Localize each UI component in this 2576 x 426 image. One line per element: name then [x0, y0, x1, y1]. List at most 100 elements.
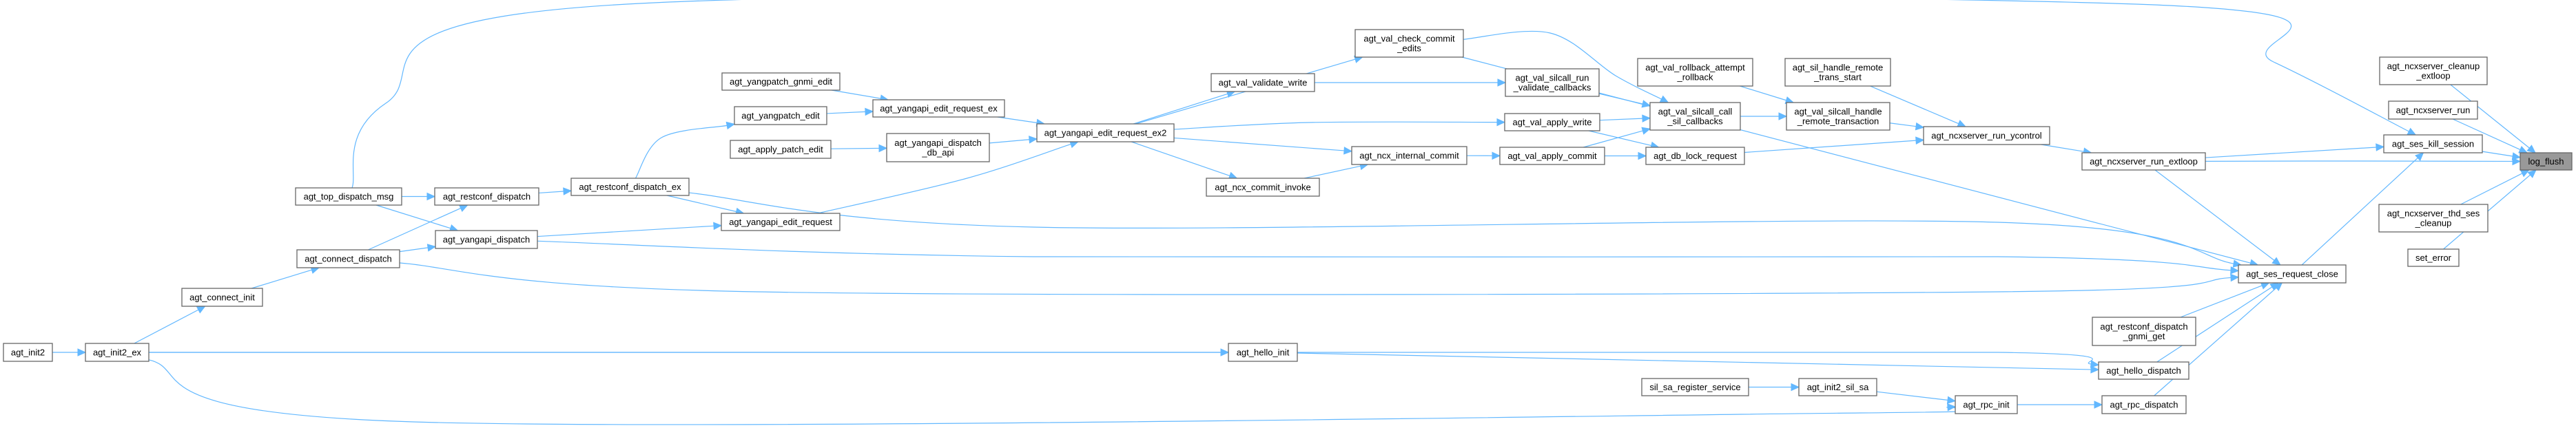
node-box[interactable] — [1637, 58, 1753, 87]
node-box[interactable] — [1210, 73, 1315, 92]
node-log_flush[interactable]: log_flush — [2520, 152, 2573, 171]
node-agt_rpc_dispatch[interactable]: agt_rpc_dispatch — [2101, 395, 2187, 414]
node-box[interactable] — [295, 187, 402, 206]
node-box[interactable] — [181, 288, 263, 307]
node-agt_hello_dispatch[interactable]: agt_hello_dispatch — [2098, 361, 2189, 380]
node-box[interactable] — [2407, 248, 2460, 267]
edge-agt_yangpatch_edit-to-agt_yangapi_edit_request_ex — [826, 107, 874, 116]
node-box[interactable] — [296, 249, 400, 268]
node-agt_val_validate_write[interactable]: agt_val_validate_write — [1210, 73, 1315, 92]
node-agt_val_silcall_run_validate_callbacks[interactable]: agt_val_silcall_run_validate_callbacks — [1505, 68, 1600, 97]
node-agt_val_apply_write[interactable]: agt_val_apply_write — [1504, 113, 1600, 131]
node-box[interactable] — [434, 187, 539, 206]
node-agt_val_rollback_attempt_rollback[interactable]: agt_val_rollback_attempt_rollback — [1637, 58, 1753, 87]
node-box[interactable] — [2383, 134, 2483, 153]
node-box[interactable] — [872, 99, 1005, 118]
node-box[interactable] — [570, 178, 690, 196]
node-box[interactable] — [1645, 147, 1745, 165]
node-agt_ses_request_close[interactable]: agt_ses_request_close — [2238, 264, 2347, 284]
node-box[interactable] — [435, 230, 538, 249]
edge-line — [148, 351, 2093, 365]
node-agt_init2[interactable]: agt_init2 — [3, 343, 53, 362]
node-box[interactable] — [3, 343, 53, 362]
node-agt_val_check_commit_edits[interactable]: agt_val_check_commit_edits — [1354, 29, 1464, 58]
node-box[interactable] — [1354, 29, 1464, 58]
node-box[interactable] — [2101, 395, 2187, 414]
arrowhead-icon — [2090, 360, 2100, 368]
node-label: agt_yangapi_dispatch — [443, 235, 530, 245]
node-agt_sil_handle_remote_trans_start[interactable]: agt_sil_handle_remote_trans_start — [1784, 58, 1891, 87]
node-agt_init2_ex[interactable]: agt_init2_ex — [85, 343, 150, 362]
edge-agt_val_validate_write-to-agt_val_silcall_run_validate_callbacks — [1315, 78, 1507, 87]
node-agt_val_apply_commit[interactable]: agt_val_apply_commit — [1499, 147, 1605, 165]
node-box[interactable] — [730, 140, 832, 159]
node-agt_connect_dispatch[interactable]: agt_connect_dispatch — [296, 249, 400, 268]
node-box[interactable] — [2081, 152, 2206, 171]
node-agt_yangapi_edit_request[interactable]: agt_yangapi_edit_request — [721, 213, 841, 231]
node-agt_ses_kill_session[interactable]: agt_ses_kill_session — [2383, 134, 2483, 153]
node-box[interactable] — [1206, 178, 1320, 197]
node-agt_rpc_init[interactable]: agt_rpc_init — [1955, 395, 2018, 414]
node-agt_yangpatch_gnmi_edit[interactable]: agt_yangpatch_gnmi_edit — [721, 72, 841, 91]
node-box[interactable] — [1784, 58, 1891, 87]
node-agt_yangapi_dispatch[interactable]: agt_yangapi_dispatch — [435, 230, 538, 249]
node-box[interactable] — [1351, 146, 1467, 165]
edge-line — [538, 191, 564, 194]
node-agt_ncx_internal_commit[interactable]: agt_ncx_internal_commit — [1351, 146, 1467, 165]
node-agt_apply_patch_edit[interactable]: agt_apply_patch_edit — [730, 140, 832, 159]
node-label: agt_init2_ex — [93, 348, 142, 358]
node-box[interactable] — [2098, 361, 2189, 380]
edge-line — [375, 204, 451, 229]
node-box[interactable] — [1786, 102, 1890, 131]
node-agt_ncxserver_run_extloop[interactable]: agt_ncxserver_run_extloop — [2081, 152, 2206, 171]
node-agt_connect_init[interactable]: agt_connect_init — [181, 288, 263, 307]
node-set_error[interactable]: set_error — [2407, 248, 2460, 267]
node-box[interactable] — [1499, 147, 1605, 165]
node-agt_ncx_commit_invoke[interactable]: agt_ncx_commit_invoke — [1206, 178, 1320, 197]
focus-node-box[interactable] — [2520, 152, 2573, 171]
node-agt_top_dispatch_msg[interactable]: agt_top_dispatch_msg — [295, 187, 402, 206]
node-sil_sa_register_service[interactable]: sil_sa_register_service — [1641, 378, 1749, 396]
node-agt_hello_init[interactable]: agt_hello_init — [1228, 343, 1298, 362]
node-agt_val_silcall_call_sil_callbacks[interactable]: agt_val_silcall_call_sil_callbacks — [1649, 102, 1741, 131]
node-box[interactable] — [2379, 56, 2488, 85]
node-box[interactable] — [1641, 378, 1749, 396]
node-agt_val_silcall_handle_remote_transaction[interactable]: agt_val_silcall_handle_remote_transactio… — [1786, 102, 1890, 131]
node-box[interactable] — [1923, 126, 2050, 145]
node-agt_ncxserver_cleanup_extloop[interactable]: agt_ncxserver_cleanup_extloop — [2379, 56, 2488, 85]
node-box[interactable] — [1798, 378, 1877, 396]
node-agt_restconf_dispatch_gnmi_get[interactable]: agt_restconf_dispatch_gnmi_get — [2092, 317, 2196, 346]
node-agt_yangapi_edit_request_ex[interactable]: agt_yangapi_edit_request_ex — [872, 99, 1005, 118]
edge-agt_val_silcall_call_sil_callbacks-to-agt_val_silcall_handle_remote_transaction — [1740, 112, 1788, 120]
node-agt_yangapi_dispatch_db_api[interactable]: agt_yangapi_dispatch_db_api — [886, 133, 990, 162]
node-box[interactable] — [721, 72, 841, 91]
node-agt_yangapi_edit_request_ex2[interactable]: agt_yangapi_edit_request_ex2 — [1036, 123, 1175, 142]
node-label: agt_init2 — [11, 348, 45, 358]
node-agt_ncxserver_run[interactable]: agt_ncxserver_run — [2388, 100, 2478, 120]
node-box[interactable] — [1649, 102, 1741, 131]
node-agt_yangpatch_edit[interactable]: agt_yangpatch_edit — [734, 106, 827, 125]
node-box[interactable] — [1955, 395, 2018, 414]
node-box[interactable] — [2378, 204, 2489, 233]
node-box[interactable] — [886, 133, 990, 162]
node-box[interactable] — [1505, 68, 1600, 97]
node-box[interactable] — [2388, 100, 2478, 120]
node-box[interactable] — [2092, 317, 2196, 346]
node-agt_init2_sil_sa[interactable]: agt_init2_sil_sa — [1798, 378, 1877, 396]
node-box[interactable] — [1036, 123, 1175, 142]
node-agt_db_lock_request[interactable]: agt_db_lock_request — [1645, 147, 1745, 165]
node-box[interactable] — [2238, 264, 2347, 284]
node-box[interactable] — [1504, 113, 1600, 131]
node-agt_ncxserver_run_ycontrol[interactable]: agt_ncxserver_run_ycontrol — [1923, 126, 2050, 145]
node-agt_ncxserver_thd_ses_cleanup[interactable]: agt_ncxserver_thd_ses_cleanup — [2378, 204, 2489, 233]
node-box[interactable] — [1228, 343, 1298, 362]
node-box[interactable] — [734, 106, 827, 125]
node-agt_restconf_dispatch_ex[interactable]: agt_restconf_dispatch_ex — [570, 178, 690, 196]
node-box[interactable] — [721, 213, 841, 231]
edge-agt_val_apply_commit-to-agt_db_lock_request — [1605, 151, 1647, 160]
edge-agt_yangapi_edit_request_ex2-to-agt_val_validate_write — [1133, 89, 1236, 125]
edge-agt_ses_kill_session-to-log_flush — [2482, 151, 2522, 160]
node-agt_restconf_dispatch[interactable]: agt_restconf_dispatch — [434, 187, 539, 206]
node-box[interactable] — [85, 343, 150, 362]
